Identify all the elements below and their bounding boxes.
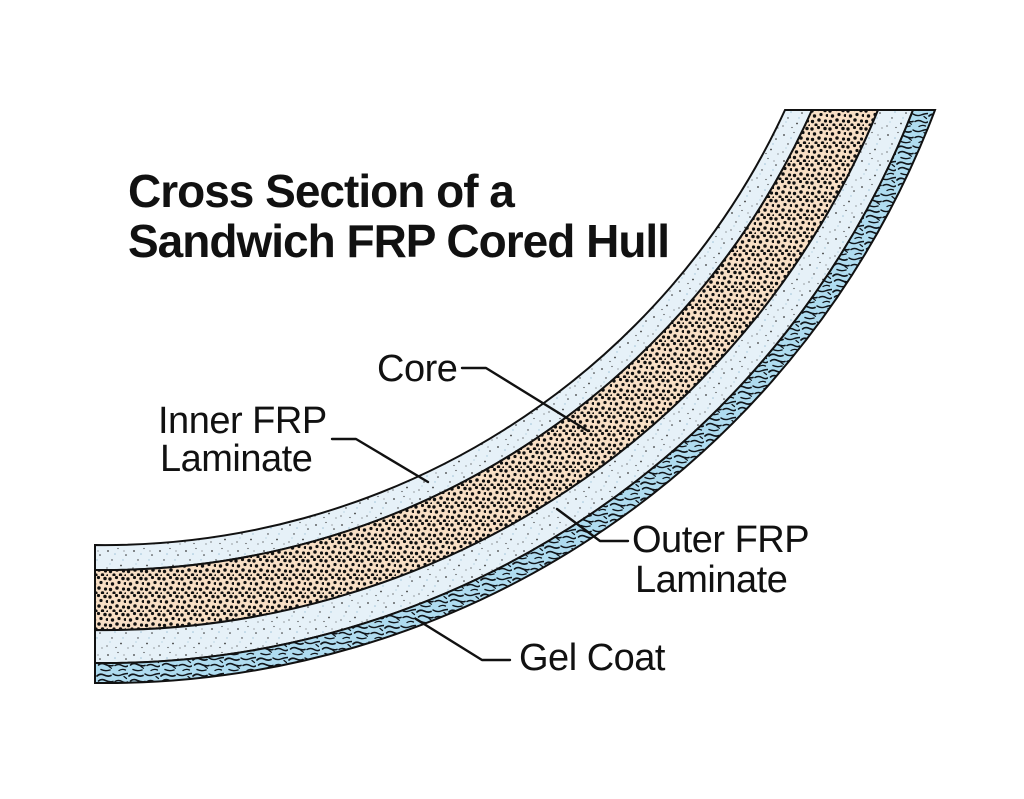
diagram-title: Cross Section of a Sandwich FRP Cored Hu… (128, 165, 670, 267)
hull-band (94, 109, 937, 685)
inner-frp-label-line2: Laminate (160, 438, 312, 480)
diagram-title-line1: Cross Section of a (128, 165, 515, 217)
diagram-title-line2: Sandwich FRP Cored Hull (128, 215, 669, 267)
gel-coat-layer (94, 109, 937, 685)
leader-lines (330, 366, 630, 662)
core-label: Core (377, 348, 457, 390)
outer-frp-leader-line (555, 507, 630, 543)
layer-labels: Core Inner FRP Laminate Outer FRP Lamina… (158, 348, 810, 679)
core-leader-line (460, 366, 590, 433)
outer-frp-label-line2: Laminate (635, 559, 787, 601)
outer-frp-label-line1: Outer FRP (632, 519, 809, 561)
gel-coat-label: Gel Coat (519, 637, 666, 679)
inner-frp-leader-line (330, 437, 430, 484)
inner-frp-label-line1: Inner FRP (158, 400, 327, 442)
gel-coat-leader-line (414, 617, 512, 662)
